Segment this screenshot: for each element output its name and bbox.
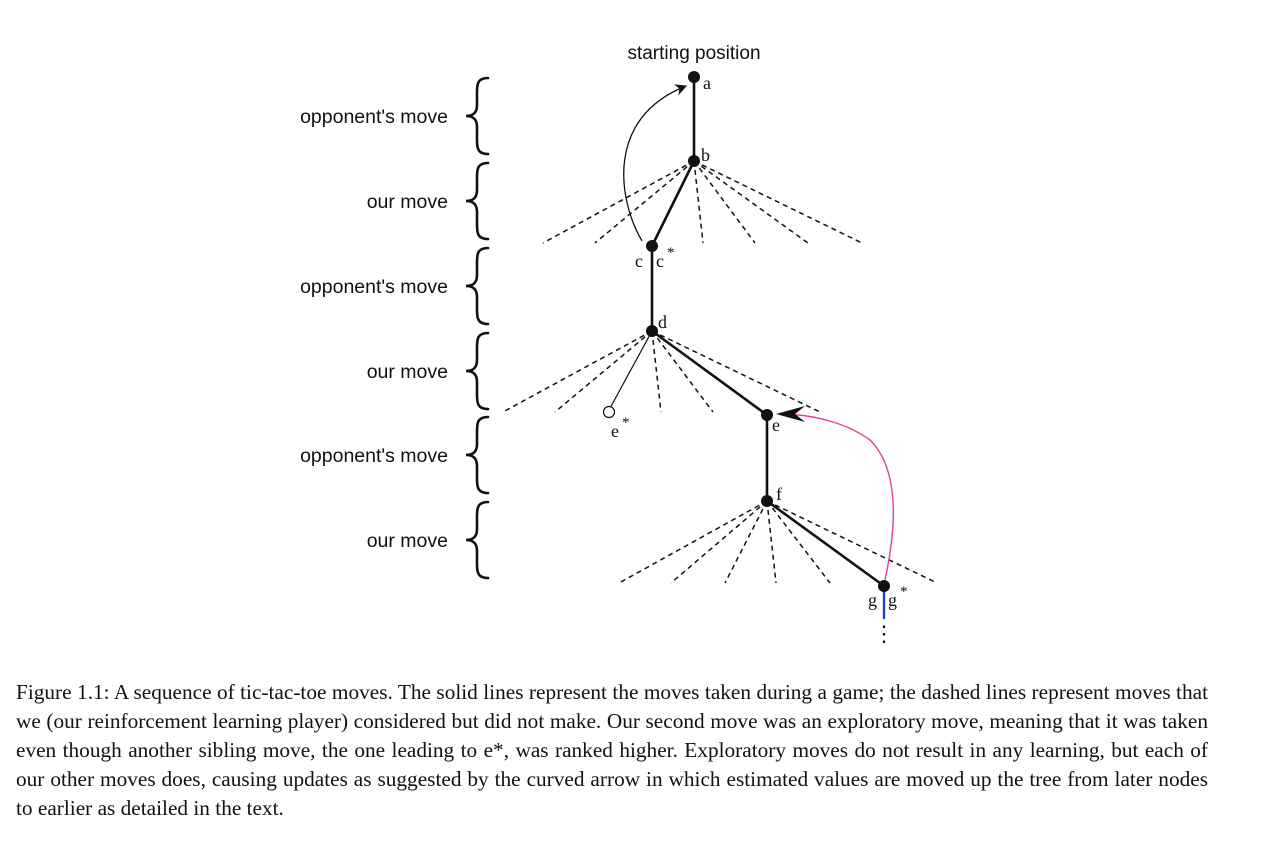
node-b	[688, 155, 700, 167]
dashed-edge	[766, 500, 938, 584]
dashed-edge	[542, 160, 695, 244]
node-d	[646, 325, 658, 337]
taken-moves	[650, 77, 885, 588]
dashed-edge	[670, 500, 768, 584]
row-label-5: opponent's move	[300, 445, 448, 467]
starting-position-label: starting position	[627, 43, 760, 64]
row-label-3: opponent's move	[300, 276, 448, 298]
brace-2	[465, 161, 490, 241]
star-e: *	[622, 415, 630, 431]
star-c: *	[667, 245, 675, 261]
edge-d-e-star	[608, 330, 653, 411]
brace-1	[465, 76, 490, 156]
dashed-edge	[651, 330, 821, 413]
node-label-d: d	[658, 312, 667, 332]
node-label-g: g	[868, 590, 877, 610]
dashed-edge	[766, 500, 777, 584]
brace-4	[465, 331, 490, 411]
star-g: *	[900, 584, 908, 600]
row-label-1: opponent's move	[300, 106, 448, 128]
dashed-edge	[693, 160, 756, 244]
row-labels: opponent's move our move opponent's move…	[300, 106, 448, 552]
row-label-6: our move	[367, 530, 448, 552]
node-label-e: e	[772, 415, 780, 435]
dashed-edge	[594, 160, 695, 244]
nodes	[646, 71, 890, 592]
dashed-edge	[651, 330, 662, 413]
brace-6	[465, 500, 490, 580]
node-label-e-star: e	[611, 421, 619, 441]
dashed-edge	[724, 500, 768, 584]
continuation-dots: ⋮	[873, 621, 895, 646]
node-a	[688, 71, 700, 83]
edge-f-g	[766, 499, 885, 588]
node-e	[761, 409, 773, 421]
dashed-edge	[693, 160, 863, 244]
edge-b-c	[650, 160, 696, 247]
brace-5	[465, 415, 490, 495]
dashed-edge	[554, 330, 653, 413]
backup-arrow-g-to-e	[778, 413, 895, 581]
dashed-edge	[502, 330, 653, 413]
node-label-g-star: g	[888, 590, 897, 610]
dashed-edge	[651, 330, 714, 413]
dashed-edge	[693, 160, 704, 244]
node-g	[878, 580, 890, 592]
considered-moves	[502, 160, 938, 584]
braces	[465, 76, 490, 580]
edge-d-e	[651, 329, 768, 417]
row-label-2: our move	[367, 191, 448, 213]
node-label-c: c	[635, 251, 643, 271]
node-f	[761, 495, 773, 507]
node-label-a: a	[703, 73, 711, 93]
node-label-c-star: c	[656, 251, 664, 271]
backup-arrow-head	[776, 406, 805, 422]
dashed-edge	[693, 160, 809, 244]
node-c	[646, 240, 658, 252]
dashed-edge	[766, 500, 831, 584]
node-e-star	[602, 405, 616, 419]
node-label-b: b	[701, 145, 710, 165]
dashed-edge	[618, 500, 768, 584]
row-label-4: our move	[367, 361, 448, 383]
node-label-f: f	[776, 484, 782, 504]
brace-3	[465, 246, 490, 326]
figure-caption: Figure 1.1: A sequence of tic-tac-toe mo…	[16, 680, 1208, 820]
backup-arrow-c-to-a	[623, 84, 688, 242]
